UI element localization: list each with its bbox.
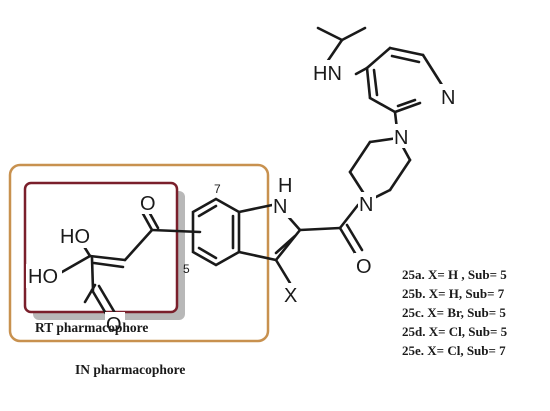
isopropylamino-group [316, 26, 369, 76]
atom-n-piperazine-top: N [394, 127, 408, 149]
atom-o-amide: O [356, 256, 372, 278]
compound-25c: 25c. X= Br, Sub= 5 [402, 305, 506, 320]
rt-pharmacophore-label: RT pharmacophore [35, 320, 148, 335]
atom-o-keto: O [140, 193, 156, 215]
in-pharmacophore-label: IN pharmacophore [75, 362, 185, 377]
atom-h-indole: H [278, 175, 292, 197]
compound-list: 25a. X= H , Sub= 5 25b. X= H, Sub= 7 25c… [402, 267, 508, 358]
position-7-label: 7 [214, 182, 221, 196]
pyridine-ring [365, 46, 444, 114]
compound-25b: 25b. X= H, Sub= 7 [402, 286, 505, 301]
atom-n-pyridine: N [441, 87, 455, 109]
amide-group [298, 203, 364, 255]
compound-25a: 25a. X= H , Sub= 5 [402, 267, 507, 282]
in-pharmacophore-box [8, 163, 270, 343]
atom-o-acid: O [106, 314, 122, 336]
atom-n-indole: N [273, 196, 287, 218]
atom-oh-acid: HO [28, 266, 58, 288]
compound-25d: 25d. X= Cl, Sub= 5 [402, 324, 508, 339]
atom-n-piperazine-bottom: N [359, 194, 373, 216]
diketo-acid-fragment [53, 208, 202, 319]
rt-pharmacophore-box [23, 181, 179, 314]
position-5-label: 5 [183, 262, 190, 276]
atom-hn-isopropyl: HN [313, 63, 342, 85]
compound-25e: 25e. X= Cl, Sub= 7 [402, 343, 506, 358]
atom-x-substituent: X [284, 285, 297, 307]
atom-oh-enol: HO [60, 226, 90, 248]
